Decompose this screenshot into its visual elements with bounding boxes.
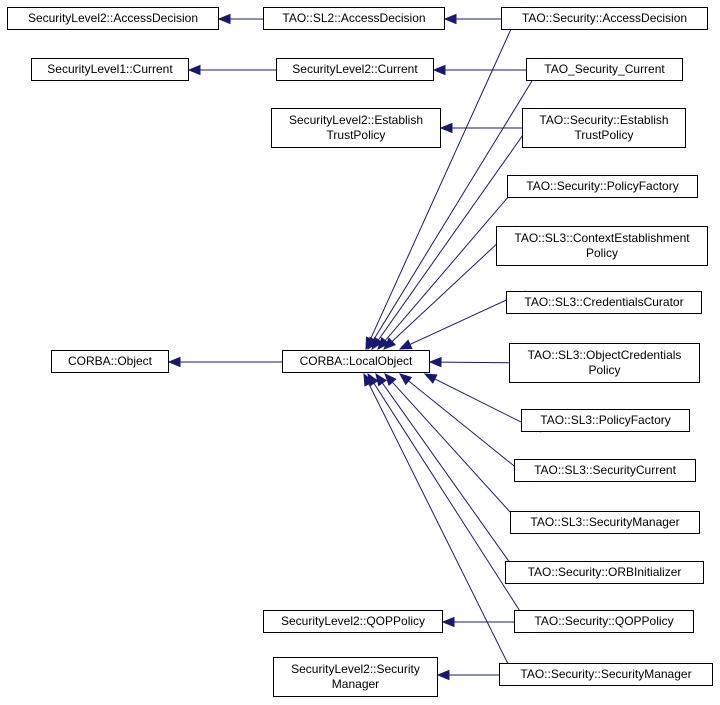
edge-ts-pf-to-corba-lo-line xyxy=(384,174,528,341)
node-securitylevel1-current[interactable]: SecurityLevel1::Current xyxy=(31,58,189,81)
node-securitylevel2-establishtrustpolicy[interactable]: SecurityLevel2::Establish TrustPolicy xyxy=(271,108,441,148)
node-tao-security-policyfactory[interactable]: TAO::Security::PolicyFactory xyxy=(507,175,698,198)
edge-ts-etp-to-corba-lo-arrowhead xyxy=(371,336,383,351)
edge-sl3-cep-to-corba-lo-line xyxy=(391,225,517,342)
edge-sl3-sm-to-corba-lo-line xyxy=(392,381,531,535)
node-securitylevel2-qoppolicy[interactable]: SecurityLevel2::QOPPolicy xyxy=(263,610,443,633)
edge-ts-orbi-to-corba-lo-arrowhead xyxy=(375,372,387,387)
edge-sl3-sc-to-corba-lo-line xyxy=(408,380,535,483)
node-tao-security-current[interactable]: TAO_Security_Current xyxy=(526,58,683,81)
edge-ts-sm-to-sl2-sm-arrowhead xyxy=(436,669,450,681)
edge-ts-etp-to-sl2-etp-arrowhead xyxy=(439,122,453,134)
edge-ts-sm-to-corba-lo-line xyxy=(368,383,520,687)
edge-ts-orbi-to-corba-lo-line xyxy=(381,382,526,585)
edge-ts-qop-to-sl2-qop-arrowhead xyxy=(441,616,455,628)
edge-ts-ad-to-tsl2-ad xyxy=(443,13,501,25)
node-tao-security-orbinitializer[interactable]: TAO::Security::ORBInitializer xyxy=(505,561,704,584)
node-tao-sl3-securitymanager[interactable]: TAO::SL3::SecurityManager xyxy=(510,511,700,534)
node-corba-localobject[interactable]: CORBA::LocalObject xyxy=(282,350,430,373)
edge-corba-lo-to-corba-obj xyxy=(167,356,282,368)
node-tao-sl2-accessdecision[interactable]: TAO::SL2::AccessDecision xyxy=(263,7,445,30)
edge-ts-orbi-to-corba-lo xyxy=(375,372,526,585)
node-tao-security-securitymanager[interactable]: TAO::Security::SecurityManager xyxy=(499,663,713,686)
edge-ts-qop-to-corba-lo-line xyxy=(373,382,535,634)
edge-ts-qop-to-sl2-qop xyxy=(441,616,514,628)
edge-ts-ad-to-tsl2-ad-arrowhead xyxy=(443,13,457,25)
edge-tsc-to-sl2-cur xyxy=(432,64,526,76)
edge-sl3-ocp-to-corba-lo-arrowhead xyxy=(428,356,442,368)
node-securitylevel2-accessdecision[interactable]: SecurityLevel2::AccessDecision xyxy=(7,7,219,30)
edge-sl3-sc-to-corba-lo-arrowhead xyxy=(398,373,413,386)
node-tao-security-accessdecision[interactable]: TAO::Security::AccessDecision xyxy=(501,7,708,30)
node-tao-security-establishtrustpolicy[interactable]: TAO::Security::Establish TrustPolicy xyxy=(522,108,686,148)
node-corba-object[interactable]: CORBA::Object xyxy=(51,350,169,373)
edge-ts-etp-to-corba-lo-line xyxy=(377,107,543,341)
edge-sl3-cep-to-corba-lo-arrowhead xyxy=(383,337,396,350)
edge-tsc-to-corba-lo-line xyxy=(373,57,547,340)
edge-ts-pf-to-corba-lo xyxy=(377,174,528,351)
edge-ts-sm-to-corba-lo xyxy=(363,372,520,687)
edge-ts-ad-to-corba-lo-line xyxy=(370,6,522,340)
edge-sl2-cur-to-sl1-cur-arrowhead xyxy=(187,64,201,76)
edge-sl3-sc-to-corba-lo xyxy=(398,373,535,483)
node-tao-security-qoppolicy[interactable]: TAO::Security::QOPPolicy xyxy=(514,610,694,633)
node-tao-sl3-policyfactory[interactable]: TAO::SL3::PolicyFactory xyxy=(521,409,690,432)
edge-ts-sm-to-corba-lo-arrowhead xyxy=(363,372,374,387)
edge-ts-pf-to-corba-lo-arrowhead xyxy=(377,336,390,351)
edge-sl3-sm-to-corba-lo-arrowhead xyxy=(384,373,397,387)
edge-ts-sm-to-sl2-sm xyxy=(436,669,499,681)
edge-sl3-pf-to-corba-lo-arrowhead xyxy=(423,373,438,384)
node-tao-sl3-securitycurrent[interactable]: TAO::SL3::SecurityCurrent xyxy=(514,459,696,482)
edge-ts-etp-to-sl2-etp xyxy=(439,122,522,134)
node-tao-sl3-credentialscurator[interactable]: TAO::SL3::CredentialsCurator xyxy=(506,291,702,314)
edge-sl3-cc-to-corba-lo-arrowhead xyxy=(398,339,413,350)
edge-sl3-cep-to-corba-lo xyxy=(383,225,517,350)
node-securitylevel2-current[interactable]: SecurityLevel2::Current xyxy=(276,58,434,81)
edge-tsl2-ad-to-sl2-ad xyxy=(217,13,263,25)
edge-tsl2-ad-to-sl2-ad-arrowhead xyxy=(217,13,231,25)
edge-ts-qop-to-corba-lo xyxy=(367,372,535,634)
edge-ts-etp-to-corba-lo xyxy=(371,107,543,351)
edge-corba-lo-to-corba-obj-arrowhead xyxy=(167,356,181,368)
node-tao-sl3-objectcredentialspolicy[interactable]: TAO::SL3::ObjectCredentials Policy xyxy=(509,343,700,383)
edge-tsc-to-sl2-cur-arrowhead xyxy=(432,64,446,76)
edge-sl2-cur-to-sl1-cur xyxy=(187,64,276,76)
node-securitylevel2-securitymanager[interactable]: SecurityLevel2::Security Manager xyxy=(273,657,438,697)
node-tao-sl3-contextestablishmentpolicy[interactable]: TAO::SL3::ContextEstablishment Policy xyxy=(496,226,708,266)
edge-sl3-sm-to-corba-lo xyxy=(384,373,531,535)
